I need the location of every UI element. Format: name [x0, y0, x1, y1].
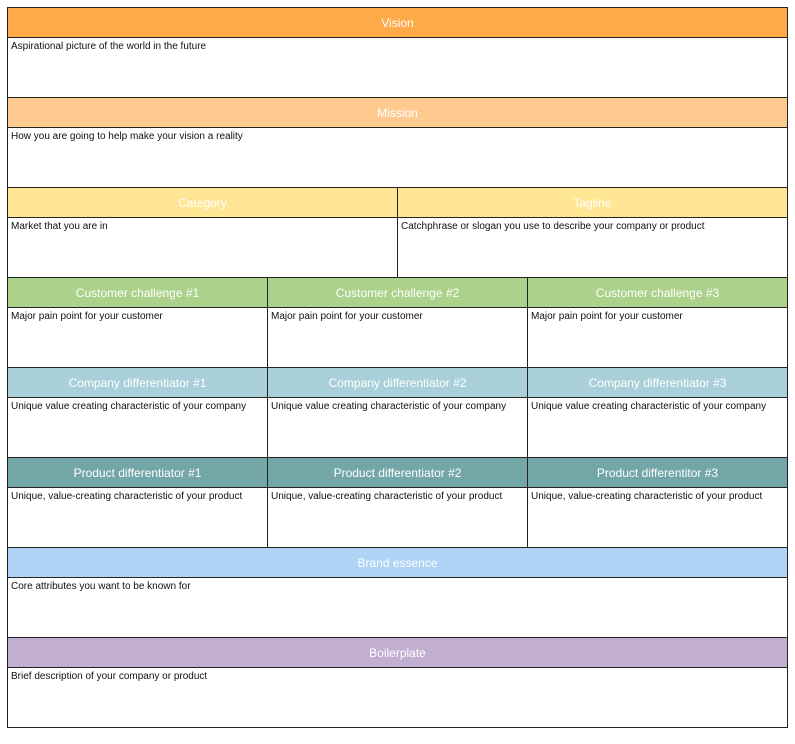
category-cell[interactable]: Market that you are in [8, 218, 398, 278]
mission-cell[interactable]: How you are going to help make your visi… [8, 128, 788, 188]
mission-header: Mission [8, 98, 788, 128]
vision-header: Vision [8, 8, 788, 38]
customer-challenge-1-header: Customer challenge #1 [8, 278, 268, 308]
company-differentiator-2-header: Company differentiator #2 [268, 368, 528, 398]
customer-challenge-1-cell[interactable]: Major pain point for your customer [8, 308, 268, 368]
product-differentiator-1-cell[interactable]: Unique, value-creating characteristic of… [8, 488, 268, 548]
company-differentiator-3-header: Company differentiator #3 [528, 368, 788, 398]
boilerplate-header: Boilerplate [8, 638, 788, 668]
product-differentiator-2-cell[interactable]: Unique, value-creating characteristic of… [268, 488, 528, 548]
vision-cell[interactable]: Aspirational picture of the world in the… [8, 38, 788, 98]
customer-challenge-2-header: Customer challenge #2 [268, 278, 528, 308]
boilerplate-cell[interactable]: Brief description of your company or pro… [8, 668, 788, 728]
company-differentiator-3-cell[interactable]: Unique value creating characteristic of … [528, 398, 788, 458]
category-header: Category [8, 188, 398, 218]
product-differentiator-3-cell[interactable]: Unique, value-creating characteristic of… [528, 488, 788, 548]
customer-challenge-3-header: Customer challenge #3 [528, 278, 788, 308]
product-differentiator-3-header: Product differentitor #3 [528, 458, 788, 488]
company-differentiator-1-header: Company differentiator #1 [8, 368, 268, 398]
company-differentiator-1-cell[interactable]: Unique value creating characteristic of … [8, 398, 268, 458]
tagline-header: Tagline [398, 188, 788, 218]
brand-essence-header: Brand essence [8, 548, 788, 578]
product-differentiator-1-header: Product differentiator #1 [8, 458, 268, 488]
customer-challenge-2-cell[interactable]: Major pain point for your customer [268, 308, 528, 368]
tagline-cell[interactable]: Catchphrase or slogan you use to describ… [398, 218, 788, 278]
brand-framework-table: Vision Aspirational picture of the world… [7, 7, 788, 728]
brand-essence-cell[interactable]: Core attributes you want to be known for [8, 578, 788, 638]
customer-challenge-3-cell[interactable]: Major pain point for your customer [528, 308, 788, 368]
product-differentiator-2-header: Product differentiator #2 [268, 458, 528, 488]
company-differentiator-2-cell[interactable]: Unique value creating characteristic of … [268, 398, 528, 458]
